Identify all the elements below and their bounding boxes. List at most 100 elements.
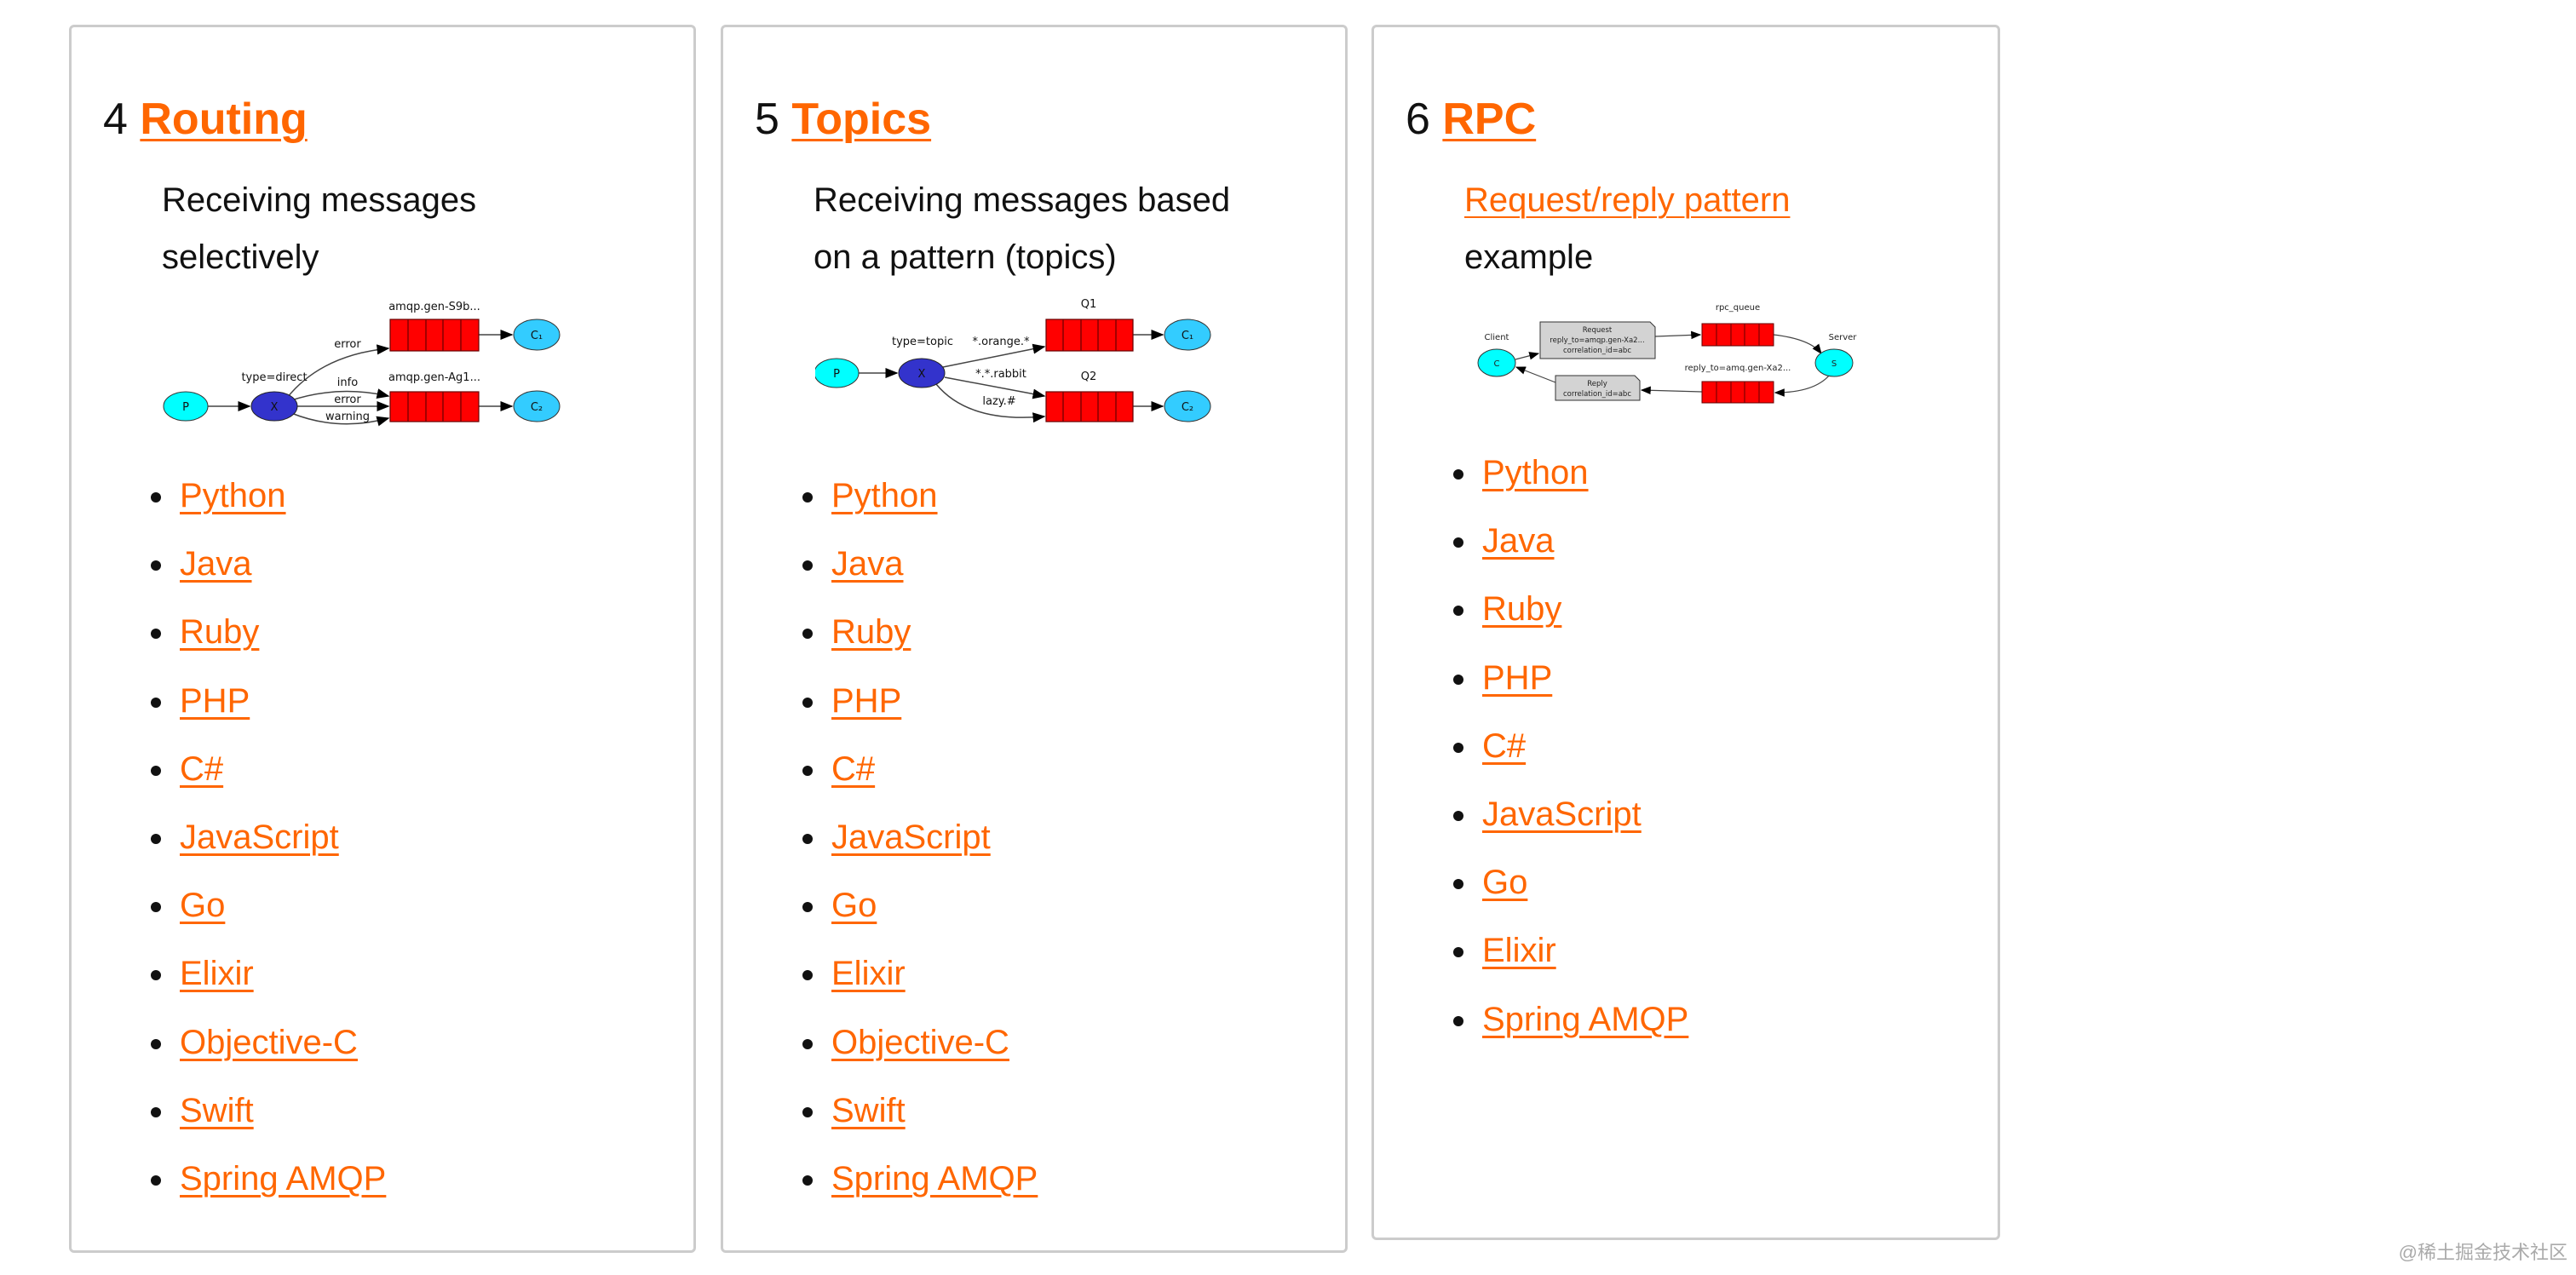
- language-link-elixir[interactable]: Elixir: [831, 955, 906, 993]
- list-item: JavaScript: [176, 803, 386, 871]
- description-line: selectively: [162, 238, 319, 276]
- binding-label: info: [337, 376, 358, 389]
- list-item: PHP: [828, 667, 1038, 735]
- list-item: Swift: [176, 1077, 386, 1145]
- language-link-php[interactable]: PHP: [831, 681, 902, 720]
- queue-1-label: Q1: [1081, 298, 1097, 311]
- language-link-elixir[interactable]: Elixir: [180, 955, 254, 993]
- language-list: Python Java Ruby PHP C# JavaScript Go El…: [723, 462, 1038, 1213]
- list-item: C#: [1479, 712, 1688, 780]
- description-line: example: [1464, 238, 1594, 276]
- language-link-swift[interactable]: Swift: [831, 1091, 906, 1129]
- tutorial-number: 6: [1406, 95, 1430, 144]
- language-link-java[interactable]: Java: [1482, 522, 1555, 560]
- exchange-type-label: type=direct: [241, 371, 307, 384]
- queue-2-label: Q2: [1081, 370, 1097, 383]
- language-link-elixir[interactable]: Elixir: [1482, 932, 1556, 970]
- language-list: Python Java Ruby PHP C# JavaScript Go El…: [72, 462, 386, 1213]
- language-link-spring-amqp[interactable]: Spring AMQP: [180, 1159, 387, 1197]
- description-line: Receiving messages based: [814, 181, 1231, 219]
- exchange-type-label: type=topic: [892, 336, 953, 348]
- list-item: PHP: [176, 667, 386, 735]
- request-reply-pattern-link[interactable]: Request/reply pattern: [1464, 181, 1791, 219]
- list-item: Python: [1479, 439, 1688, 507]
- language-link-python[interactable]: Python: [1482, 454, 1589, 491]
- reply-title: Reply: [1587, 380, 1607, 388]
- list-item: Ruby: [1479, 575, 1688, 643]
- description-line: on a pattern (topics): [814, 238, 1117, 276]
- server-label: Server: [1829, 333, 1858, 342]
- language-link-spring-amqp[interactable]: Spring AMQP: [1482, 1000, 1689, 1038]
- consumer-2-node: C₂: [1182, 401, 1193, 414]
- language-link-javascript[interactable]: JavaScript: [1482, 795, 1642, 833]
- queue-1: [389, 319, 480, 352]
- language-link-python[interactable]: Python: [180, 477, 286, 514]
- rpc-queue: [1701, 323, 1774, 347]
- language-link-ruby[interactable]: Ruby: [831, 613, 911, 652]
- binding-label: lazy.#: [982, 395, 1015, 408]
- language-link-python[interactable]: Python: [831, 477, 938, 514]
- card-description: Receiving messages selectively: [162, 172, 673, 286]
- server-node: S: [1831, 359, 1837, 369]
- list-item: Swift: [828, 1077, 1038, 1145]
- list-item: Elixir: [1479, 916, 1688, 985]
- exchange-node: X: [271, 401, 279, 414]
- rpc-diagram: Client C Server S rpc_queue reply_to=amq…: [1477, 303, 1858, 404]
- list-item: C#: [176, 735, 386, 803]
- list-item: Go: [1479, 848, 1688, 916]
- tutorial-number: 5: [755, 95, 779, 144]
- consumer-1-node: C₁: [1182, 330, 1193, 342]
- description-line: Receiving messages: [162, 181, 477, 219]
- list-item: JavaScript: [828, 803, 1038, 871]
- list-item: Java: [828, 530, 1038, 598]
- language-link-javascript[interactable]: JavaScript: [180, 818, 339, 856]
- list-item: Ruby: [176, 598, 386, 666]
- list-item: Ruby: [828, 598, 1038, 666]
- list-item: C#: [828, 735, 1038, 803]
- language-link-go[interactable]: Go: [1482, 864, 1528, 902]
- list-item: Spring AMQP: [828, 1145, 1038, 1213]
- reply-correlation-id: correlation_id=abc: [1563, 390, 1631, 399]
- language-link-ruby[interactable]: Ruby: [1482, 590, 1562, 629]
- exchange-node: X: [918, 368, 926, 381]
- consumer-1-node: C₁: [531, 330, 543, 342]
- card-description: Request/reply pattern example: [1464, 172, 1975, 286]
- language-link-csharp[interactable]: C#: [831, 749, 876, 788]
- card-title: 5 Topics: [755, 94, 931, 145]
- client-label: Client: [1485, 333, 1509, 342]
- list-item: JavaScript: [1479, 780, 1688, 848]
- language-link-php[interactable]: PHP: [180, 681, 250, 720]
- watermark: @稀土掘金技术社区: [2398, 1242, 2567, 1263]
- rpc-title-link[interactable]: RPC: [1442, 95, 1537, 144]
- routing-title-link[interactable]: Routing: [140, 95, 308, 144]
- list-item: Go: [828, 871, 1038, 939]
- binding-label: error: [334, 338, 361, 351]
- language-link-objective-c[interactable]: Objective-C: [180, 1023, 358, 1061]
- tutorial-card-topics: 5 Topics Receiving messages based on a p…: [721, 25, 1348, 1253]
- list-item: PHP: [1479, 644, 1688, 712]
- language-link-csharp[interactable]: C#: [1482, 727, 1527, 765]
- card-description: Receiving messages based on a pattern (t…: [814, 172, 1325, 286]
- language-link-spring-amqp[interactable]: Spring AMQP: [831, 1159, 1038, 1197]
- language-link-objective-c[interactable]: Objective-C: [831, 1023, 1009, 1061]
- language-link-javascript[interactable]: JavaScript: [831, 818, 991, 856]
- client-node: C: [1494, 359, 1500, 369]
- topics-title-link[interactable]: Topics: [791, 95, 932, 144]
- language-link-csharp[interactable]: C#: [180, 749, 224, 788]
- routing-diagram: P X C₁ C₂ amqp.gen-S9b... amqp.gen-Ag1..…: [163, 301, 561, 427]
- language-link-php[interactable]: PHP: [1482, 658, 1553, 697]
- language-link-java[interactable]: Java: [831, 545, 904, 583]
- binding-label: warning: [325, 411, 370, 423]
- tutorial-card-rpc: 6 RPC Request/reply pattern example Clie…: [1371, 25, 2000, 1240]
- list-item: Java: [1479, 507, 1688, 575]
- language-link-ruby[interactable]: Ruby: [180, 613, 260, 652]
- language-link-swift[interactable]: Swift: [180, 1091, 254, 1129]
- request-title: Request: [1583, 326, 1613, 335]
- reply-queue-label: reply_to=amq.gen-Xa2...: [1685, 364, 1791, 373]
- language-link-go[interactable]: Go: [831, 887, 877, 925]
- card-title: 4 Routing: [103, 94, 308, 145]
- language-link-go[interactable]: Go: [180, 887, 226, 925]
- language-link-java[interactable]: Java: [180, 545, 252, 583]
- tutorial-number: 4: [103, 95, 128, 144]
- queue-2: [1045, 391, 1134, 422]
